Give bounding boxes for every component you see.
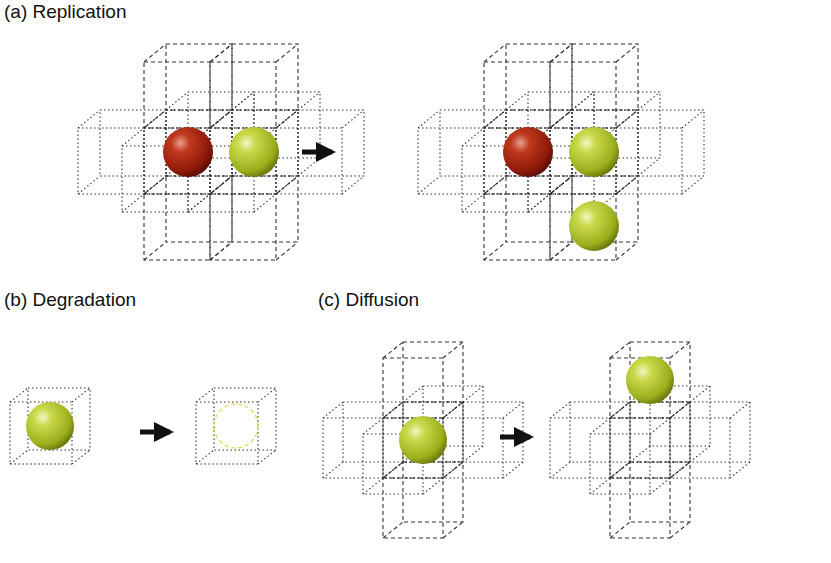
reaction-arrow <box>302 150 332 155</box>
molecule-sphere <box>626 356 674 404</box>
lattice-cube <box>196 388 276 464</box>
degraded-sphere <box>214 404 258 448</box>
panel-label: (b) Degradation <box>4 289 136 312</box>
lattice-cube <box>210 44 298 128</box>
lattice-cube <box>610 462 690 538</box>
panel-label: (c) Diffusion <box>318 289 419 312</box>
reaction-arrow <box>140 430 170 435</box>
molecule-sphere <box>399 416 447 464</box>
lattice-cube <box>144 44 232 128</box>
reaction-arrow <box>500 435 530 440</box>
lattice-cube <box>10 388 90 464</box>
lattice-cube <box>323 402 403 478</box>
molecule-sphere <box>163 127 213 177</box>
lattice-cube <box>590 418 670 494</box>
molecule-sphere <box>26 402 74 450</box>
lattice-cube <box>670 402 750 478</box>
lattice-cube <box>276 110 364 194</box>
lattice-cube <box>550 44 638 128</box>
lattice-cube <box>383 462 463 538</box>
molecule-sphere <box>229 127 279 177</box>
molecule-sphere <box>503 127 553 177</box>
lattice-cube <box>484 44 572 128</box>
molecule-sphere <box>569 201 619 251</box>
molecule-sphere <box>569 127 619 177</box>
lattice-cube <box>550 402 630 478</box>
reaction-arrows <box>140 152 530 437</box>
lattice-cube <box>610 342 690 418</box>
lattice-cube <box>616 110 704 194</box>
lattice-cube <box>443 402 523 478</box>
lattice-cube <box>383 342 463 418</box>
panel-label: (a) Replication <box>4 1 127 24</box>
